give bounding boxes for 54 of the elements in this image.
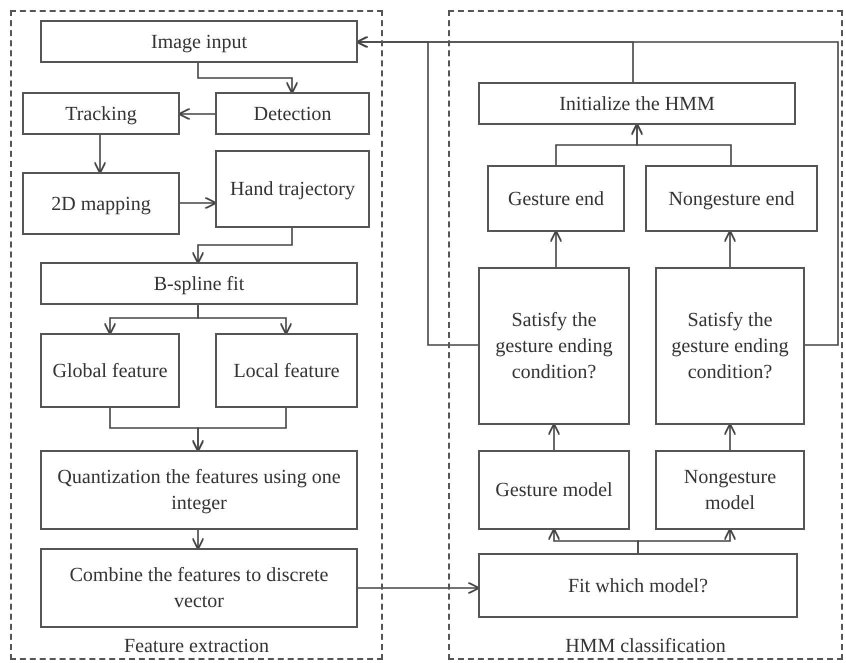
process-box <box>478 553 798 618</box>
process-box <box>478 450 630 530</box>
arrow <box>724 230 736 267</box>
process-box <box>215 92 370 135</box>
box-text: Satisfy the gesture ending condition? <box>494 308 614 385</box>
process-box <box>22 172 180 235</box>
process-box <box>478 82 796 125</box>
arrow <box>94 135 106 174</box>
process-box <box>40 450 358 530</box>
arrow <box>358 582 480 594</box>
group-panel <box>10 10 383 660</box>
process-box <box>22 92 180 135</box>
box-text: Combine the features to discrete vector <box>68 563 330 614</box>
box-text: Global feature <box>52 358 168 384</box>
process-box <box>40 333 180 408</box>
arrow <box>630 122 732 165</box>
arrow <box>548 422 560 450</box>
box-text: Gesture model <box>495 478 613 503</box>
process-box <box>645 165 818 232</box>
arrow <box>550 230 562 267</box>
arrow <box>197 305 292 336</box>
box-text: Local feature <box>233 358 340 384</box>
box-text: Gesture end <box>508 186 604 212</box>
process-box <box>40 548 358 628</box>
process-box <box>487 165 625 232</box>
arrow <box>192 408 287 452</box>
box-text: Satisfy the gesture ending condition? <box>670 308 790 385</box>
group-panel <box>448 10 843 660</box>
box-text: Initialize the HMM <box>559 92 715 116</box>
group-title: Feature extraction <box>124 634 269 658</box>
process-box <box>40 20 358 63</box>
arrow <box>724 422 736 450</box>
arrow <box>637 528 736 553</box>
arrow <box>180 196 218 210</box>
box-text: B-spline fit <box>154 272 244 296</box>
box-text: Detection <box>254 102 332 126</box>
arrow <box>192 228 293 264</box>
arrow <box>197 63 298 94</box>
process-box <box>655 450 805 530</box>
box-text: 2D mapping <box>51 192 151 216</box>
arrow <box>192 530 204 550</box>
process-box <box>215 333 358 408</box>
box-text: Hand trajectory <box>230 177 355 202</box>
group-title: HMM classification <box>565 634 726 658</box>
process-box <box>40 262 358 305</box>
process-box <box>215 150 370 228</box>
box-text: Quantization the features using one integer <box>56 465 342 516</box>
process-box <box>655 267 805 425</box>
box-text: Image input <box>150 30 248 54</box>
box-text: Nongesture end <box>668 186 795 212</box>
box-text: Tracking <box>65 102 137 126</box>
box-text: Nongesture model <box>682 465 778 516</box>
process-box <box>478 267 630 425</box>
box-text: Fit which model? <box>568 574 708 598</box>
